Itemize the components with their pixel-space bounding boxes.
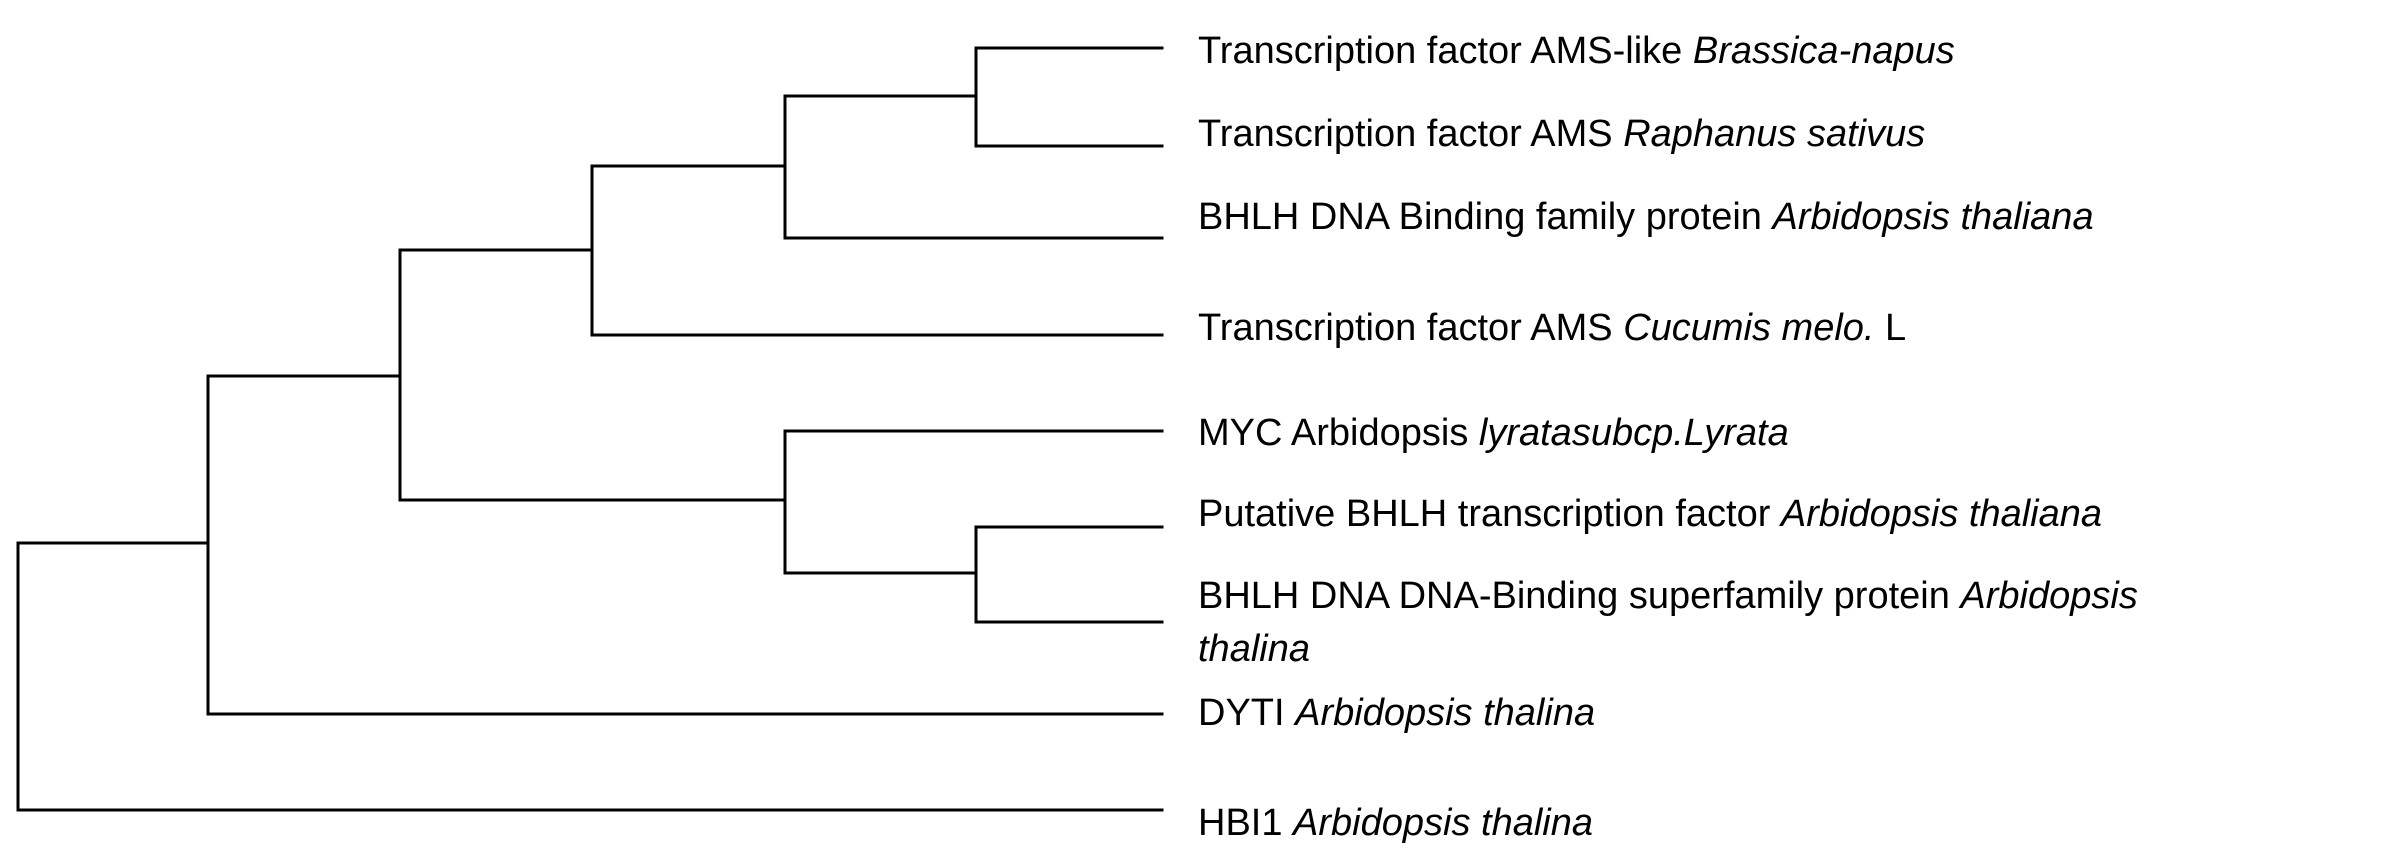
leaf-label: Putative BHLH transcription factor Arbid… [1198,489,2102,539]
protein-name: Putative BHLH transcription factor [1198,493,1771,535]
protein-name: DYTI [1198,692,1285,734]
species-name: Cucumis melo. [1623,307,1875,349]
species-name: Arbidopsis [1960,575,2138,617]
leaf-label: DYTI Arbidopsis thalina [1198,688,1595,738]
protein-name: BHLH DNA DNA-Binding superfamily protein [1198,575,1950,617]
protein-name: Transcription factor AMS [1198,113,1613,155]
protein-name: Transcription factor AMS [1198,307,1613,349]
leaf-label: BHLH DNA Binding family protein Arbidops… [1198,192,2094,242]
protein-name: BHLH DNA Binding family protein [1198,196,1762,238]
species-name: Raphanus sativus [1623,113,1926,155]
species-name: Brassica-napus [1692,30,1955,72]
protein-name: HBI1 [1198,802,1283,844]
species-name: lyratasubcp.Lyrata [1478,412,1789,454]
protein-name: MYC Arbidopsis [1198,412,1469,454]
leaf-label: Transcription factor AMS Cucumis melo. L [1198,303,1906,353]
leaf-label: Transcription factor AMS Raphanus sativu… [1198,109,1925,159]
species-name: Arbidopsis thalina [1295,692,1596,734]
leaf-label: HBI1 Arbidopsis thalina [1198,798,1593,848]
leaf-label: MYC Arbidopsis lyratasubcp.Lyrata [1198,408,1789,458]
species-name: Arbidopsis thaliana [1772,196,2094,238]
species-name: Arbidopsis thaliana [1780,493,2103,535]
protein-name: Transcription factor AMS-like [1198,30,1683,72]
species-suffix: L [1885,307,1907,349]
species-name: thalina [1198,628,1310,670]
leaf-label: BHLH DNA DNA-Binding superfamily protein… [1198,571,2138,621]
leaf-label: Transcription factor AMS-like Brassica-n… [1198,26,1955,76]
species-name: Arbidopsis thalina [1293,802,1594,844]
leaf-label-continuation: thalina [1198,624,1310,674]
